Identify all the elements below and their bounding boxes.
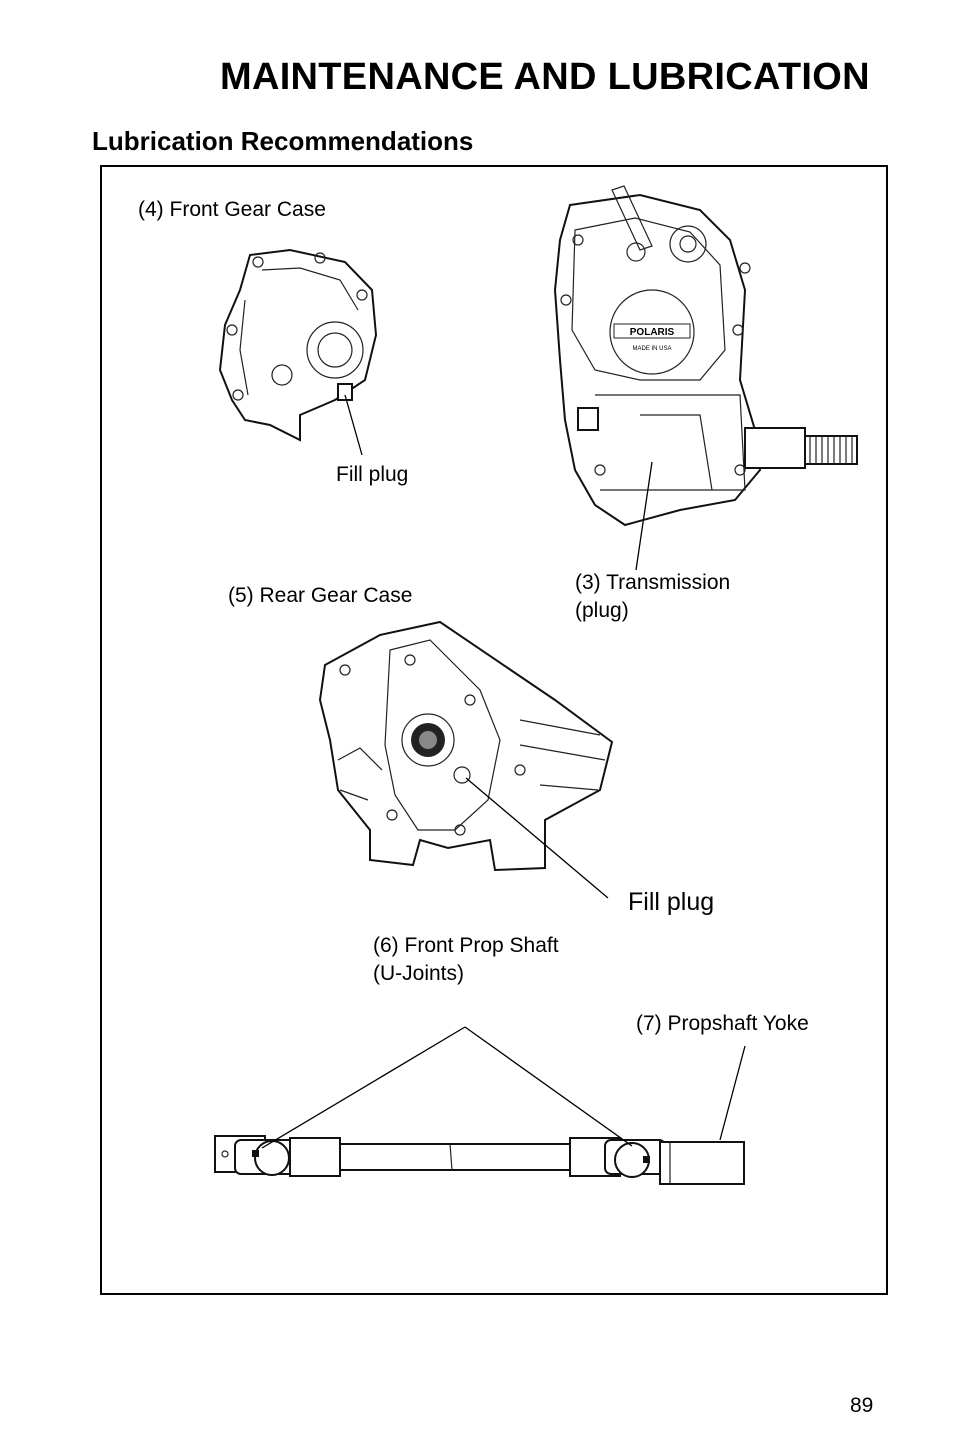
rear-gear-case-illustration	[318, 620, 614, 872]
front-fill-plug-label: Fill plug	[336, 463, 409, 486]
prop-shaft-label-line1: (6) Front Prop Shaft	[373, 934, 559, 957]
page-number: 89	[850, 1394, 874, 1417]
page-title: MAINTENANCE AND LUBRICATION	[220, 56, 870, 98]
u-joint-leader-left	[261, 1026, 466, 1149]
diagram-frame	[100, 165, 888, 1295]
propshaft-yoke-label: (7) Propshaft Yoke	[636, 1012, 809, 1035]
rear-fill-plug-leader	[465, 777, 609, 899]
front-gear-case-illustration	[218, 248, 378, 442]
section-subtitle: Lubrication Recommendations	[92, 126, 474, 156]
front-gear-case-label: (4) Front Gear Case	[138, 198, 326, 221]
transmission-illustration: POLARIS MADE IN USA	[553, 185, 858, 527]
transmission-origin-marking: MADE IN USA	[632, 346, 671, 352]
prop-shaft-illustration	[214, 1135, 745, 1185]
rear-fill-plug-label: Fill plug	[628, 888, 715, 916]
front-fill-plug-leader	[344, 394, 363, 456]
transmission-brand-marking: POLARIS	[630, 327, 675, 338]
u-joint-leader-right	[464, 1026, 633, 1147]
propshaft-yoke-leader	[719, 1045, 746, 1141]
transmission-label-line2: (plug)	[575, 599, 629, 622]
rear-gear-case-label: (5) Rear Gear Case	[228, 584, 413, 607]
transmission-plug-leader	[635, 461, 653, 571]
prop-shaft-label-line2: (U-Joints)	[373, 962, 465, 985]
transmission-label-line1: (3) Transmission	[575, 571, 731, 594]
